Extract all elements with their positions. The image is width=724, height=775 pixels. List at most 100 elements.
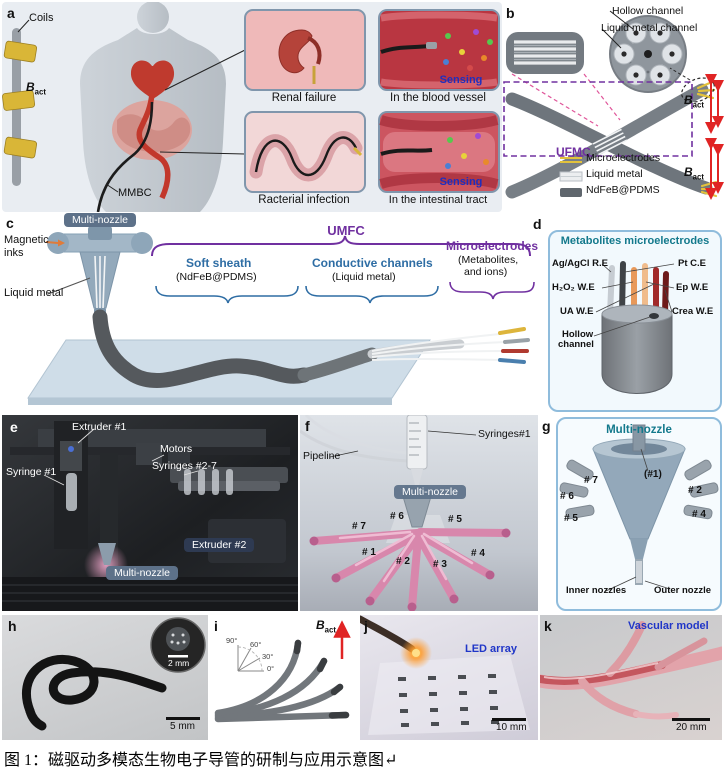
- syringe-1-number-label: # 1: [362, 547, 376, 558]
- panel-f-photo: [300, 415, 538, 611]
- black-catheter-loop: [21, 655, 167, 716]
- panel-a-illustration: [2, 2, 502, 212]
- syringe-7-label: # 7: [352, 521, 366, 532]
- conductive-brace: [305, 285, 439, 304]
- agcl-label: Ag/AgCl R.E: [552, 258, 608, 269]
- angle-0-label: 0°: [267, 664, 275, 673]
- nozzle-6-label: # 6: [560, 491, 574, 502]
- panel-b-letter: b: [506, 5, 515, 21]
- multi-nozzle-tag-f: Multi-nozzle: [394, 485, 467, 499]
- vessel-branch-1: [606, 621, 646, 677]
- pt-label: Pt C.E: [678, 258, 706, 269]
- outer-nozzle-label: Outer nozzle: [654, 585, 712, 596]
- b-symbol: B: [684, 165, 693, 179]
- panel-c-illustration: [27, 226, 535, 405]
- outer-nozzle-funnel: [592, 438, 686, 540]
- nozzle-1-label: (#1): [644, 469, 662, 480]
- sensing-label-vessel: Sensing: [439, 74, 483, 86]
- legend-microelectrodes-label: Microelectrodes: [586, 152, 661, 164]
- soft-sheath-label: Soft sheath: [186, 256, 252, 270]
- legend-liquid-metal-icon: [559, 171, 583, 182]
- catheter-tip-body: [601, 304, 673, 394]
- cross-section-label-lines: [601, 10, 634, 49]
- vascular-model-label: Vascular model: [628, 620, 709, 632]
- panel-d-title: Metabolites microelectrodes: [560, 235, 710, 247]
- motor-block-2: [168, 445, 190, 463]
- vascular-model-shapes: [540, 621, 722, 720]
- ufmc-catheters: [505, 83, 713, 199]
- scale-label-j: 10 mm: [496, 722, 527, 733]
- extruder-2-tag: Extruder #2: [184, 538, 255, 552]
- syringes-1-label: Syringes#1: [478, 428, 531, 440]
- magnetic-inks-label: Magnetic inks: [4, 234, 49, 259]
- nozzle-4-label: # 4: [692, 509, 706, 520]
- label-pointer-lines: [605, 448, 671, 592]
- fiber-loop-shapes: [21, 617, 206, 731]
- cross-section-inset: [150, 617, 206, 673]
- legend-liquid-metal-label: Liquid metal: [586, 168, 643, 180]
- angle-90-label: 90°: [226, 636, 238, 645]
- liquid-metal-channels: [371, 333, 506, 361]
- pipeline-label: Pipeline: [303, 450, 341, 462]
- panel-c-letter: c: [6, 215, 14, 231]
- center-nozzle-1: [632, 424, 646, 452]
- b-act-arrows: [705, 74, 724, 200]
- umfc-brace: [151, 235, 531, 257]
- syringe-2-label: # 2: [396, 556, 410, 567]
- scalebar-k: [672, 718, 710, 721]
- umfc-label-c: UMFC: [327, 223, 365, 238]
- liquid-metal-stripes: [592, 128, 628, 156]
- act-subscript: act: [324, 625, 336, 635]
- led-array-label: LED array: [465, 643, 517, 655]
- inset-connector-lines: [17, 19, 246, 193]
- ufmc-dashed-box: [503, 81, 693, 157]
- syringe-3-label: # 3: [433, 559, 447, 570]
- microelectrodes-label-c: Microelectrodes: [446, 239, 539, 253]
- panel-i-photo: [210, 615, 358, 740]
- panel-d-letter: d: [533, 216, 542, 232]
- nozzle-tip: [630, 539, 648, 585]
- magnetic-inks-arrow: [45, 239, 65, 247]
- label-pointer-lines: [43, 428, 199, 486]
- conductive-sub-label: (Liquid metal): [332, 271, 396, 283]
- b-symbol: B: [684, 93, 693, 107]
- panel-a-letter: a: [7, 5, 15, 21]
- microelectrodes-sub2: and ions): [464, 266, 508, 278]
- multi-nozzle-assembly: [47, 226, 153, 317]
- motors-label: Motors: [160, 443, 193, 455]
- inset-bacterial: [244, 111, 366, 193]
- b-symbol: B: [316, 618, 325, 632]
- hollow-label-line2: channel: [558, 339, 594, 350]
- inset-caption-renal: Renal failure: [271, 92, 337, 104]
- act-subscript: act: [34, 87, 46, 97]
- inset-renal: [244, 9, 366, 91]
- inset-caption-intestinal: In the intestinal tract: [388, 194, 488, 206]
- ua-label: UA W.E: [560, 306, 594, 317]
- syringe-caps: [309, 528, 511, 611]
- syringe-1-shape: [66, 473, 77, 511]
- act-subscript: act: [692, 100, 704, 110]
- act-subscript: act: [692, 172, 704, 182]
- hollow-label-line1: Hollow: [562, 329, 594, 340]
- ep-label: Ep W.E: [676, 282, 709, 293]
- microelectrode-colored-tips: [498, 327, 530, 364]
- panel-g-title: Multi-nozzle: [606, 424, 672, 436]
- sensing-label-intestinal: Sensing: [439, 176, 483, 188]
- mmbc-catheter: [96, 101, 154, 212]
- panel-e-photo: [2, 415, 298, 611]
- panel-e-letter: e: [10, 419, 18, 435]
- syringes-2-7-label: Syringes #2-7: [152, 460, 217, 472]
- syringe-4-label: # 4: [471, 548, 485, 559]
- soft-sheath-sub-label: (NdFeB@PDMS): [176, 271, 257, 283]
- angle-fan-icon: [237, 645, 264, 672]
- b-act-label-b1: Bact: [684, 93, 704, 109]
- organs: [112, 60, 192, 200]
- hollow-channel-hole: [649, 313, 659, 319]
- microelectrodes-brace: [449, 281, 535, 300]
- sensing-dots-2: [445, 133, 489, 169]
- blood-filled-segment: [540, 661, 666, 685]
- panel-g-box: Multi-nozzle # 7 # 6 # 5 (#1) # 2 # 4 In…: [556, 417, 722, 611]
- microelectrodes-sub1: (Metabolites,: [458, 254, 519, 266]
- syringe-6-label: # 6: [390, 511, 404, 522]
- electrode-label-lines: [593, 263, 675, 337]
